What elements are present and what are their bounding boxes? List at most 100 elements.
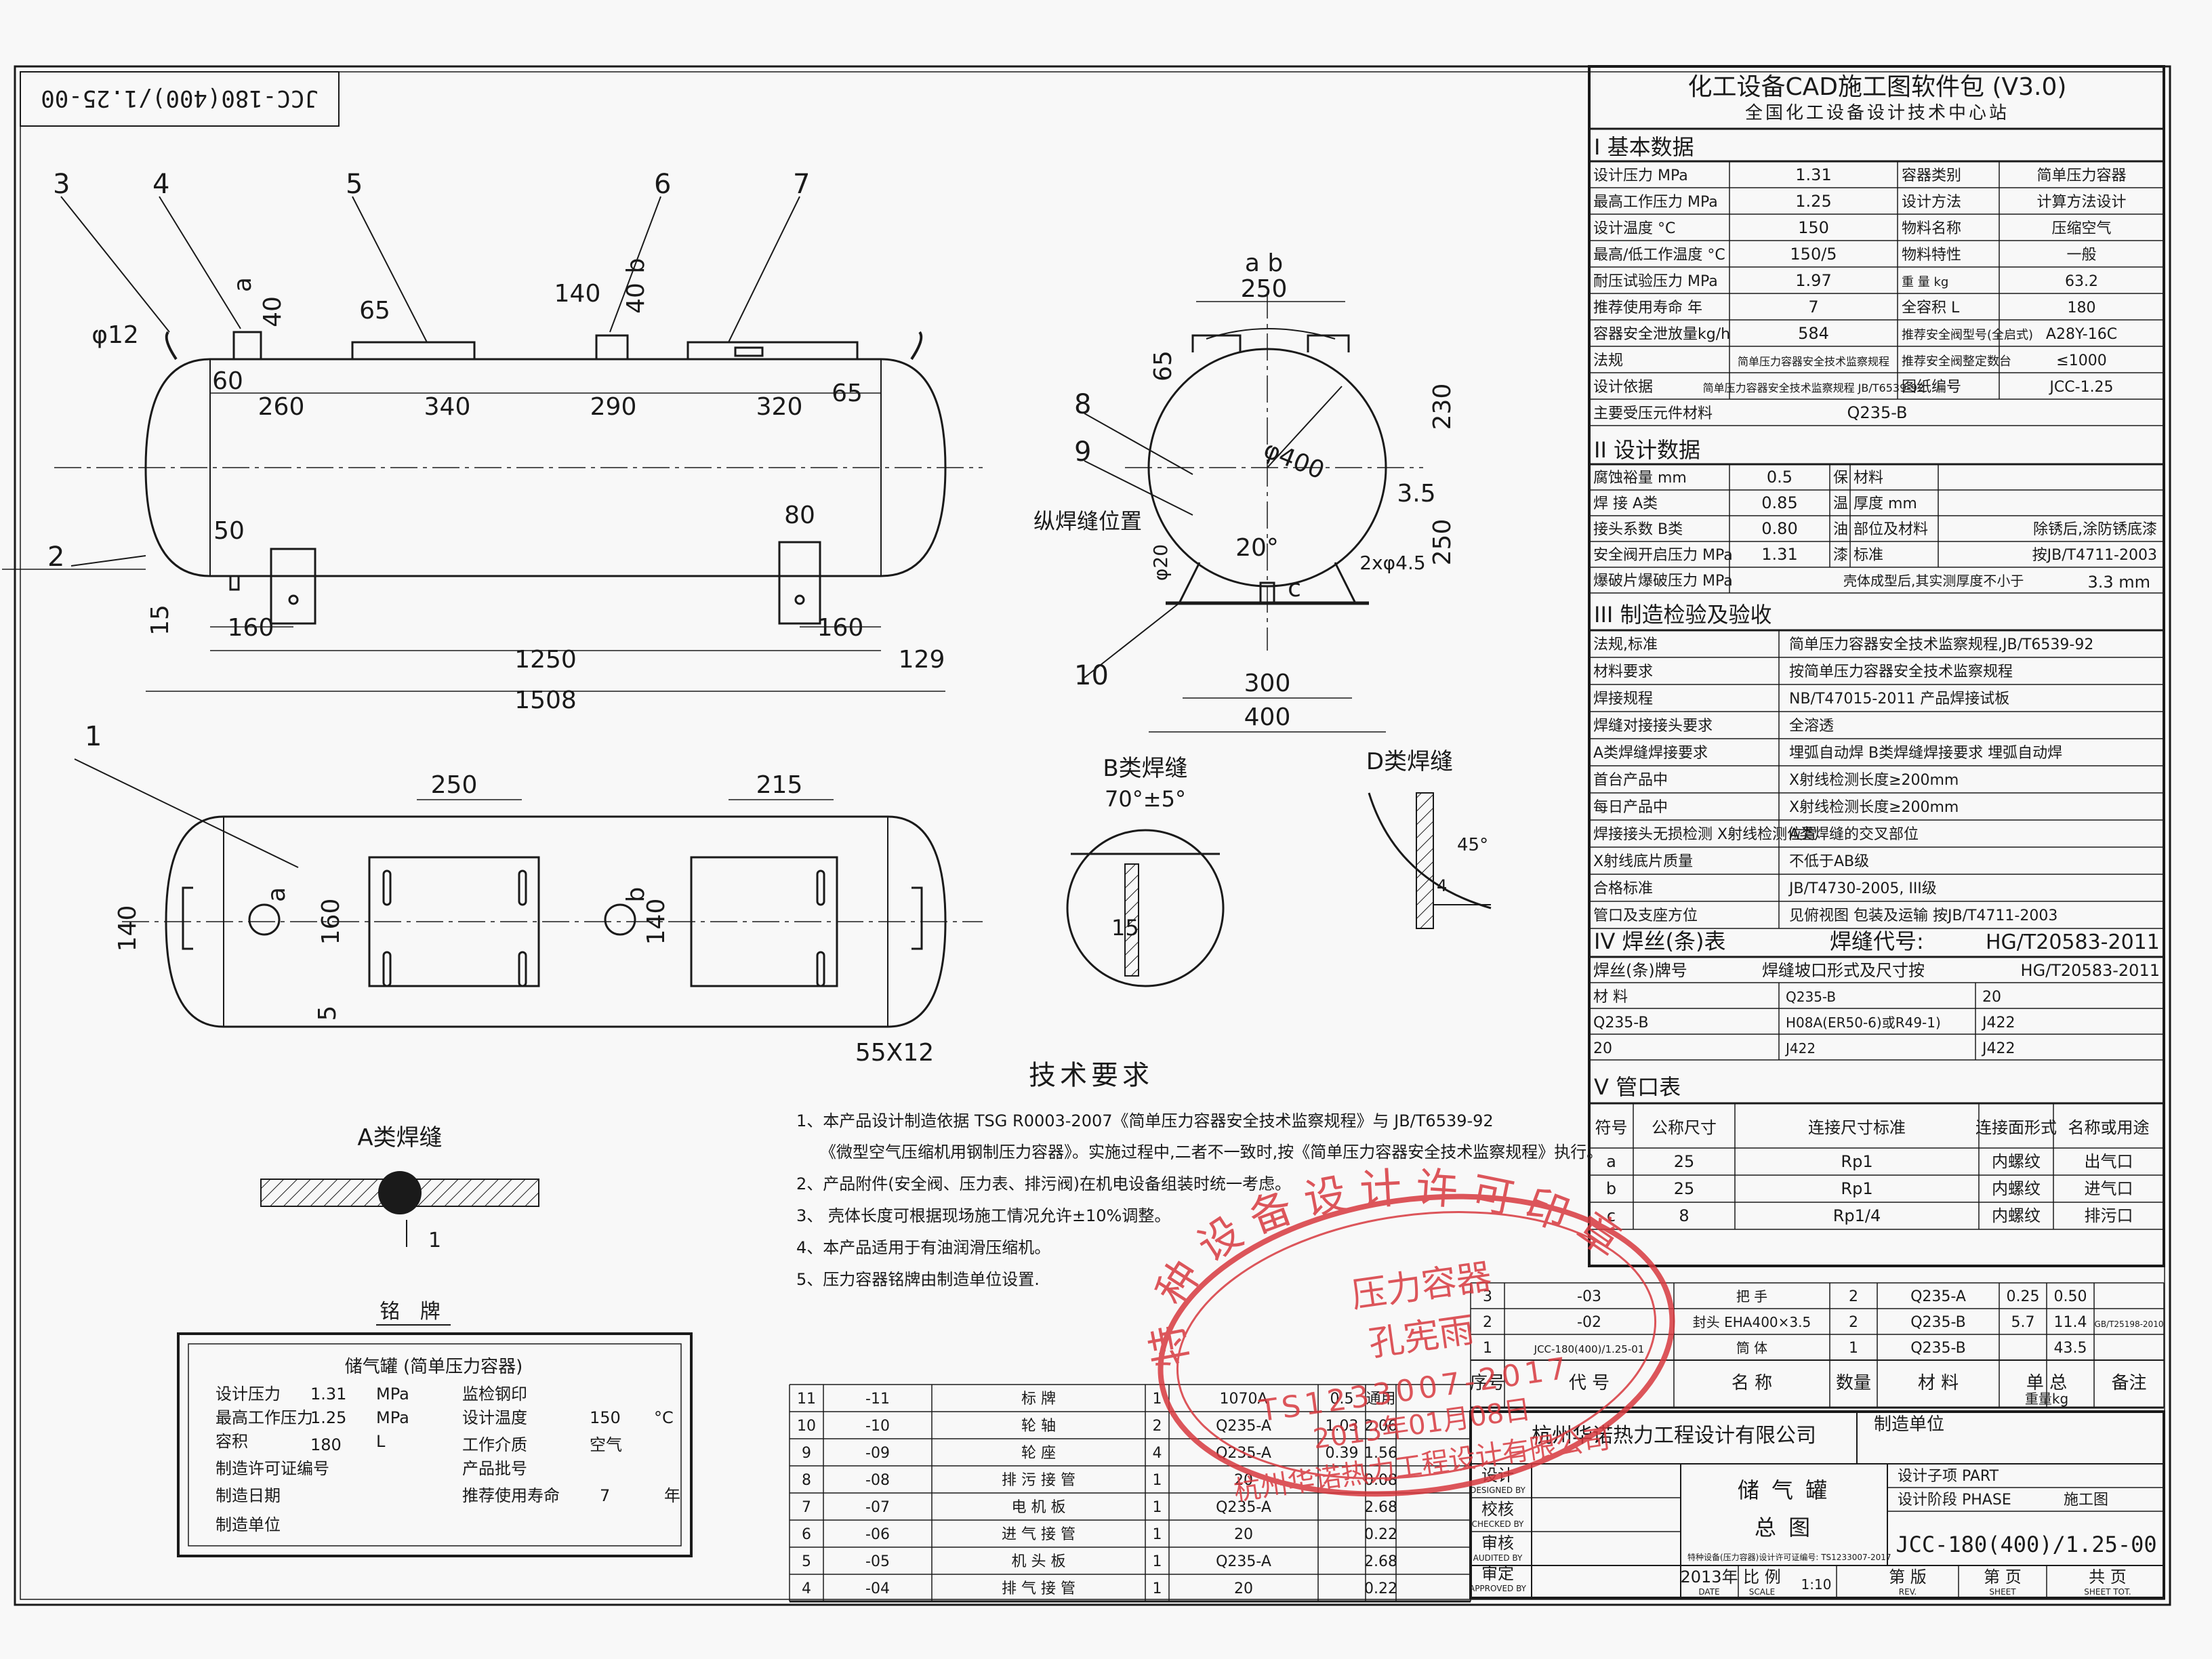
table-cell: 0.39 — [1326, 1445, 1359, 1462]
svg-text:a: a — [229, 277, 257, 292]
table-cell: 容器安全泄放量kg/h — [1593, 326, 1730, 343]
table-cell: 11 — [797, 1391, 816, 1408]
table-cell: -07 — [865, 1499, 890, 1516]
table-cell: 0.85 — [1761, 493, 1797, 512]
svg-text:全国化工设备设计技术中心站: 全国化工设备设计技术中心站 — [1745, 103, 2009, 123]
table-cell: 简单压力容器安全技术监察规程,JB/T6539-92 — [1789, 636, 2093, 653]
table-cell: 法规,标准 — [1593, 636, 1658, 653]
table-cell: 每日产品中 — [1593, 799, 1668, 816]
svg-text:160: 160 — [228, 614, 274, 642]
svg-text:140: 140 — [642, 899, 670, 945]
table-cell: X射线底片质量 — [1593, 853, 1693, 870]
table-cell: 1 — [1153, 1472, 1162, 1489]
side-view-dims: a b 250 65 230 250 φ400 3.5 20° φ20 300 … — [1033, 249, 1456, 731]
table-cell: 焊接接头无损检测 X射线检测位置 — [1593, 826, 1817, 843]
table-cell: 7 — [1808, 298, 1818, 316]
table-cell: 耐压试验压力 MPa — [1593, 273, 1718, 290]
svg-text:9: 9 — [1074, 436, 1091, 468]
table-cell: -09 — [865, 1445, 890, 1462]
table-cell: 推荐使用寿命 年 — [1593, 300, 1702, 316]
table-cell: Q235-B — [1593, 1015, 1649, 1031]
table-cell: 轮 轴 — [1021, 1418, 1056, 1435]
front-view-dims: 260 340 290 320 1250 1508 129 160 160 65… — [91, 258, 945, 714]
svg-text:SHEET: SHEET — [1989, 1587, 2016, 1597]
svg-text:50: 50 — [213, 517, 245, 545]
table-cell: 材 料 — [1593, 989, 1628, 1006]
table-cell: 2 — [1483, 1314, 1492, 1331]
table-cell: Q235-A — [1910, 1288, 1966, 1305]
table-cell: 150 — [1798, 218, 1829, 237]
table-cell: 材料要求 — [1593, 663, 1653, 680]
table-cell: 6 — [802, 1526, 811, 1543]
table-cell: a — [1606, 1152, 1616, 1171]
svg-text:80: 80 — [784, 501, 815, 529]
weld-d-detail: D类焊缝 45° 4 — [1366, 748, 1492, 929]
table-cell: 设计依据 — [1593, 379, 1653, 396]
table-cell: J422 — [1784, 1040, 1816, 1057]
svg-text:焊缝代号:: 焊缝代号: — [1830, 928, 1924, 954]
table-cell: 0.5 — [1330, 1391, 1354, 1408]
svg-text:4、本产品适用于有油润滑压缩机。: 4、本产品适用于有油润滑压缩机。 — [796, 1238, 1050, 1257]
svg-text:储气罐 (简单压力容器): 储气罐 (简单压力容器) — [345, 1357, 523, 1377]
table-cell: 1 — [1153, 1499, 1162, 1516]
table-cell: 63.2 — [2065, 273, 2098, 290]
svg-text:制造单位: 制造单位 — [1874, 1414, 1944, 1435]
svg-text:140: 140 — [114, 905, 142, 952]
table-cell: 符号 — [1595, 1118, 1628, 1137]
svg-text:400: 400 — [1244, 703, 1291, 731]
svg-text:比 例: 比 例 — [1743, 1568, 1781, 1586]
table-cell: b — [1606, 1179, 1616, 1198]
top-view-dims: 250 215 140 160 140 5 55X12 a b — [114, 771, 934, 1067]
table-cell: 封头 EHA400×3.5 — [1693, 1314, 1811, 1330]
svg-text:DATE: DATE — [1698, 1587, 1719, 1597]
table-cell: 8 — [802, 1472, 811, 1489]
svg-text:5: 5 — [346, 169, 363, 200]
svg-text:230: 230 — [1429, 384, 1456, 430]
table-cell: 内螺纹 — [1992, 1152, 2041, 1171]
table-cell: 0.5 — [1767, 468, 1793, 487]
svg-text:校核: 校核 — [1481, 1500, 1514, 1519]
svg-text:2: 2 — [47, 541, 64, 573]
svg-text:160: 160 — [817, 614, 864, 642]
table-cell: 25 — [1674, 1152, 1695, 1171]
svg-text:8: 8 — [1074, 389, 1091, 420]
table-cell: 壳体成型后,其实测厚度不小于 — [1843, 573, 2024, 589]
table-cell: 0.50 — [2054, 1288, 2087, 1305]
svg-text:CHECKED BY: CHECKED BY — [1472, 1519, 1524, 1529]
table-cell: A类焊缝的交叉部位 — [1789, 826, 1919, 843]
svg-text:储 气 罐: 储 气 罐 — [1738, 1477, 1830, 1503]
svg-text:设计温度: 设计温度 — [462, 1408, 527, 1427]
table-cell: 0.08 — [1364, 1472, 1397, 1489]
table-cell: 机 头 板 — [1012, 1553, 1066, 1570]
svg-text:DESIGNED BY: DESIGNED BY — [1470, 1486, 1525, 1495]
table-cell: 数量 — [1836, 1373, 1871, 1393]
table-cell: 温 — [1833, 495, 1848, 512]
svg-text:60: 60 — [212, 367, 243, 395]
table-cell: 1 — [1483, 1340, 1492, 1357]
svg-text:4: 4 — [152, 169, 169, 200]
table-cell: 焊 接 A类 — [1593, 495, 1658, 512]
table-cell: Q235-A — [1216, 1418, 1271, 1435]
table-cell: 见俯视图 包装及运输 按JB/T4711-2003 — [1789, 907, 2057, 924]
svg-text:IV 焊丝(条)表: IV 焊丝(条)表 — [1594, 928, 1725, 954]
table-cell: 5 — [802, 1553, 811, 1570]
table-cell: 4 — [802, 1580, 811, 1597]
svg-text:1: 1 — [428, 1229, 441, 1252]
svg-text:总 图: 总 图 — [1755, 1515, 1813, 1540]
table-cell: 2.06 — [1364, 1418, 1397, 1435]
svg-text:5: 5 — [314, 1006, 342, 1021]
table-cell: 1.31 — [1761, 545, 1797, 564]
table-cell: 连接尺寸标准 — [1808, 1118, 1906, 1137]
svg-text:年: 年 — [664, 1486, 680, 1505]
svg-text:129: 129 — [899, 646, 945, 674]
parts-header: 序号代 号名 称数量材 料单 总备注重量kg — [1470, 1283, 2165, 1409]
table-cell: Q235-B — [1910, 1314, 1966, 1331]
table-cell: 1 — [1153, 1526, 1162, 1543]
table-cell: 1.31 — [1795, 165, 1831, 184]
table-cell: 最高/低工作温度 °C — [1593, 247, 1725, 264]
weld-b-detail: B类焊缝 70°±5° 15 — [1066, 755, 1225, 987]
svg-text:3、 壳体长度可根据现场施工情况允许±10%调整。: 3、 壳体长度可根据现场施工情况允许±10%调整。 — [796, 1206, 1170, 1225]
svg-text:70°±5°: 70°±5° — [1105, 786, 1186, 812]
